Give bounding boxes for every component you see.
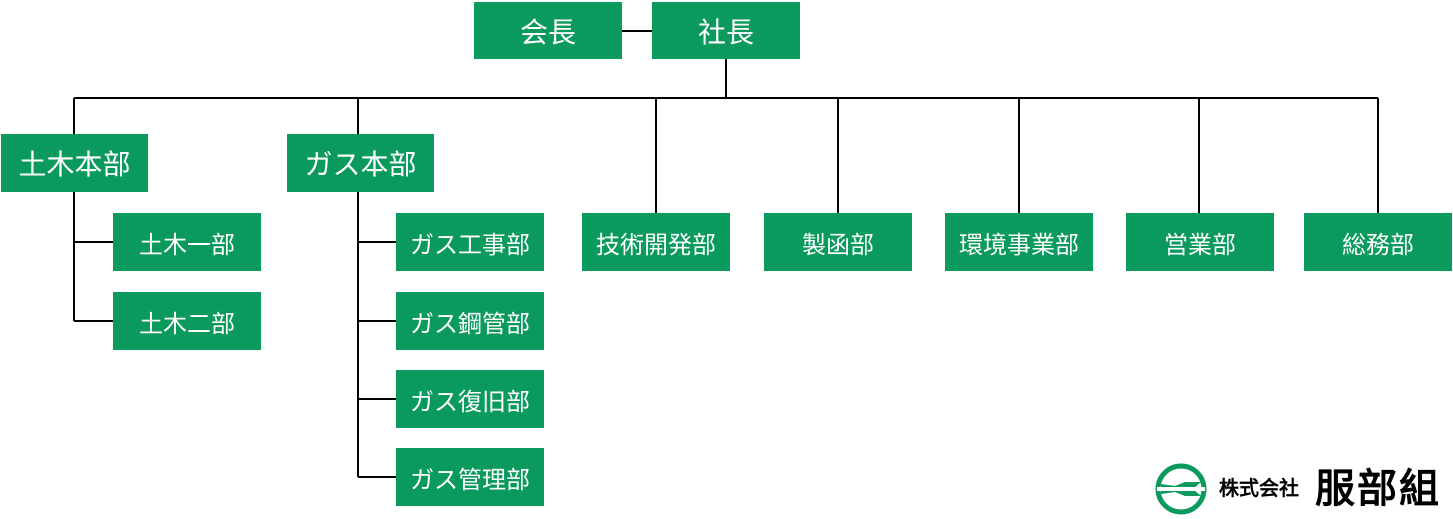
gas-kokan-box: ガス鋼管部 <box>396 292 544 350</box>
somu-box: 総務部 <box>1304 213 1452 271</box>
gas-honbu-box: ガス本部 <box>287 134 434 192</box>
gas-fukkyu-label: ガス復旧部 <box>410 387 530 416</box>
doboku-nibu-label: 土木二部 <box>139 309 235 338</box>
company-logo: 株式会社 服部組 <box>1155 462 1447 516</box>
gijutsu-kaihatsu-label: 技術開発部 <box>596 230 716 259</box>
seikan-box: 製函部 <box>764 213 912 271</box>
doboku-ichibu-label: 土木一部 <box>139 230 235 259</box>
gas-honbu-label: ガス本部 <box>304 148 417 181</box>
company-name: 服部組 <box>1315 466 1441 512</box>
gas-kanri-label: ガス管理部 <box>410 465 530 494</box>
gas-fukkyu-box: ガス復旧部 <box>396 370 544 428</box>
gas-koji-box: ガス工事部 <box>396 213 544 271</box>
eigyo-box: 営業部 <box>1126 213 1274 271</box>
chairman-box: 会長 <box>474 2 622 59</box>
somu-label: 総務部 <box>1342 230 1414 259</box>
gijutsu-kaihatsu-box: 技術開発部 <box>582 213 730 271</box>
bird-in-circle-icon <box>1155 463 1207 515</box>
eigyo-label: 営業部 <box>1164 230 1236 259</box>
president-label: 社長 <box>697 15 754 49</box>
doboku-honbu-box: 土木本部 <box>1 134 148 192</box>
seikan-label: 製函部 <box>802 230 874 259</box>
kankyo-jigyo-box: 環境事業部 <box>945 213 1093 271</box>
gas-kokan-label: ガス鋼管部 <box>410 309 530 338</box>
kankyo-jigyo-label: 環境事業部 <box>959 230 1079 259</box>
gas-kanri-box: ガス管理部 <box>396 448 544 506</box>
doboku-honbu-label: 土木本部 <box>18 148 131 181</box>
doboku-ichibu-box: 土木一部 <box>113 213 261 271</box>
gas-koji-label: ガス工事部 <box>410 230 530 259</box>
doboku-nibu-box: 土木二部 <box>113 292 261 350</box>
company-prefix: 株式会社 <box>1219 476 1299 500</box>
president-box: 社長 <box>652 2 800 59</box>
chairman-label: 会長 <box>519 15 576 49</box>
